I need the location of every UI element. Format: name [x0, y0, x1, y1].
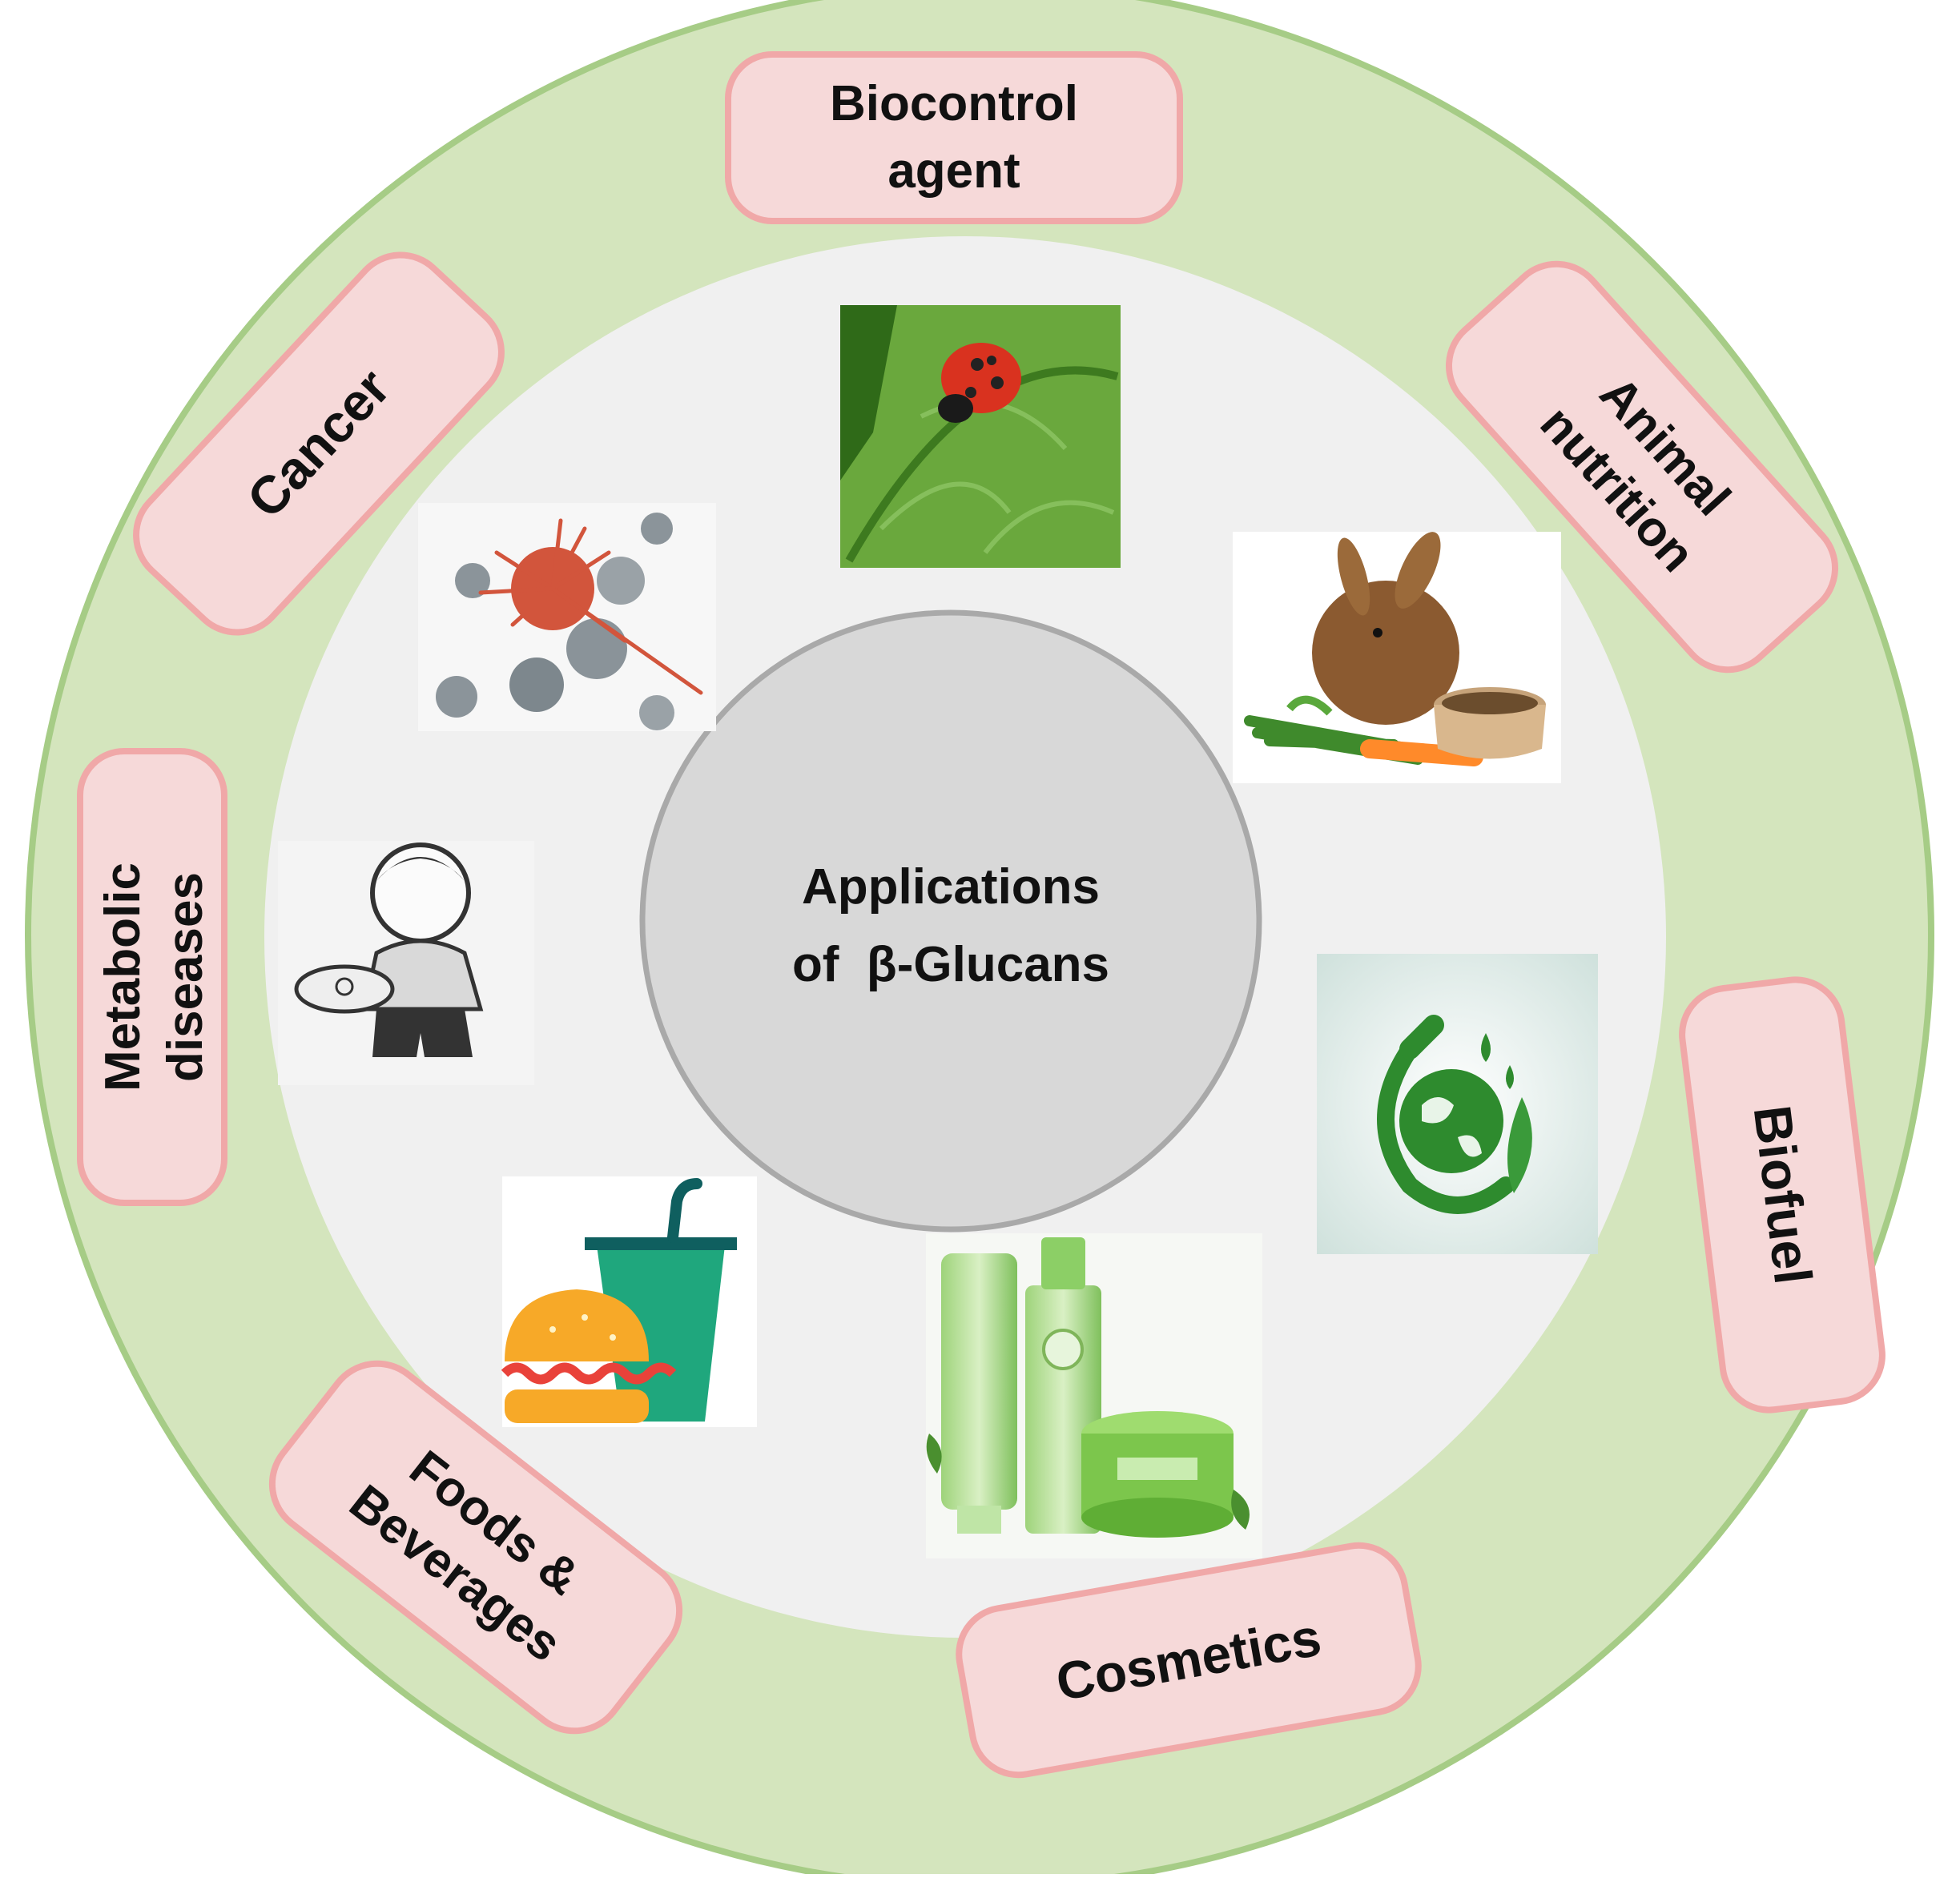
center-disk: [639, 609, 1262, 1233]
cosmetic-products-icon: [926, 1233, 1262, 1558]
overweight-child-with-scale-icon: [278, 841, 534, 1085]
center-title-line2: of β-Glucans: [792, 937, 1109, 992]
center-title-line1: Applications: [802, 859, 1100, 915]
cancer-cell-icon: [418, 503, 716, 731]
label-animal-nutrition: Animal nutrition: [1445, 260, 1839, 674]
label-biofuel: Biofuel: [1679, 976, 1886, 1414]
label-metabolic-diseases: Metabolic diseases: [77, 748, 227, 1206]
label-cancer: Cancer: [133, 251, 505, 636]
rabbit-eating-vegetables-icon: [1233, 532, 1561, 783]
label-cosmetics: Cosmetics: [956, 1542, 1422, 1779]
label-metabolic-line1: Metabolic: [95, 863, 151, 1092]
label-biocontrol-line2: agent: [887, 143, 1020, 199]
label-biocontrol: Biocontrol agent: [725, 51, 1183, 224]
burger-and-drink-icon: [501, 1176, 757, 1427]
label-biocontrol-line1: Biocontrol: [830, 76, 1078, 131]
label-metabolic-line2: diseases: [158, 872, 213, 1082]
green-fuel-globe-icon: [1317, 954, 1598, 1254]
ladybug-on-leaf-icon: [840, 305, 1121, 568]
